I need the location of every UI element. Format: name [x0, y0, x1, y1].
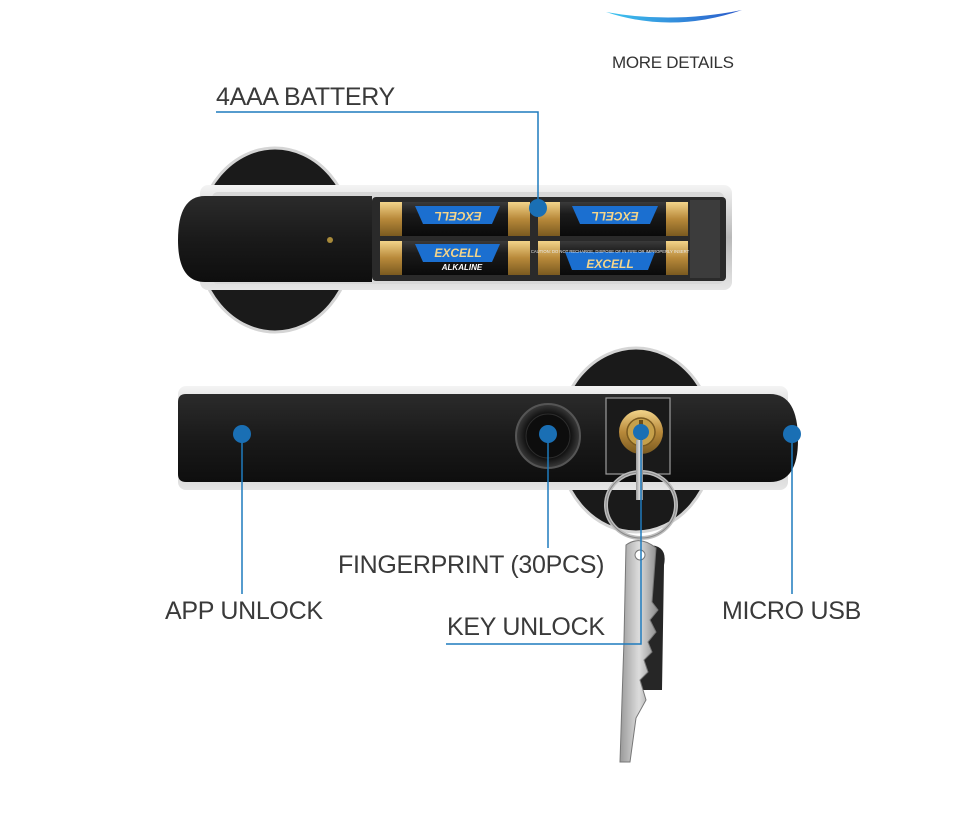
usb-callout-dot [783, 425, 801, 443]
battery-brand-1: EXCELL [434, 209, 481, 223]
battery-caution: CAUTION: DO NOT RECHARGE, DISPOSE OF IN … [531, 249, 690, 254]
battery-brand-4: EXCELL [586, 257, 633, 271]
swoosh-decoration [606, 10, 742, 23]
app-unlock-callout-dot [233, 425, 251, 443]
top-lock-group [178, 146, 732, 334]
micro-usb-callout-label: MICRO USB [722, 597, 861, 625]
battery-type: ALKALINE [441, 263, 483, 272]
battery-callout-label: 4AAA BATTERY [216, 83, 395, 111]
battery-brand-3: EXCELL [434, 246, 481, 260]
app-unlock-callout-label: APP UNLOCK [165, 597, 323, 625]
bottom-lock-group [178, 346, 798, 534]
fingerprint-callout-label: FINGERPRINT (30PCS) [338, 551, 605, 579]
fingerprint-callout-dot [539, 425, 557, 443]
battery-callout-dot [529, 199, 547, 217]
key-icon [604, 440, 678, 763]
battery-pack [380, 202, 688, 275]
callout-lines [216, 111, 793, 645]
key-unlock-callout-label: KEY UNLOCK [447, 613, 605, 641]
more-details-label[interactable]: MORE DETAILS [612, 53, 734, 72]
key-callout-dot [633, 424, 649, 440]
battery-brand-2: EXCELL [591, 209, 638, 223]
